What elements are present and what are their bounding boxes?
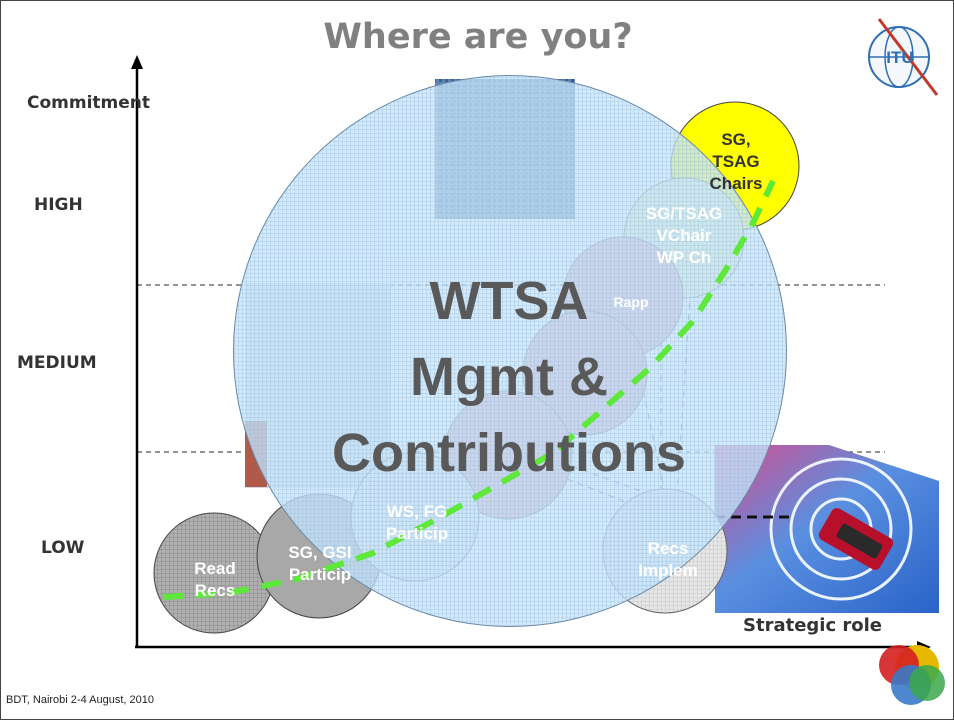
node-ws-fg-line2: Particip [385, 524, 449, 543]
slide-title: Where are you? [323, 17, 633, 57]
node-rapp: Rapp [601, 291, 661, 313]
level-low: LOW [41, 538, 85, 558]
node-sg-gsi-line1: SG, GSI [288, 543, 352, 562]
node-vchair-line2: VChair [656, 226, 712, 245]
level-medium: MEDIUM [17, 353, 97, 373]
center-text-line1: WTSA [429, 271, 589, 331]
node-read-recs-line2: Recs [194, 581, 236, 600]
node-vchair-line3: WP Ch [656, 248, 712, 267]
node-vchair-line1: SG/TSAG [645, 204, 723, 223]
center-text-line3: Contributions [332, 423, 686, 483]
node-rapp-line1: Rapp [613, 294, 649, 310]
y-axis-label: Commitment [27, 93, 151, 113]
node-recs-implem-line1: Recs [647, 539, 689, 558]
node-read-recs: Read Recs [167, 558, 263, 602]
itu-logo-text: ITU [886, 48, 914, 67]
node-sg-tsag-vchair: SG/TSAG VChair WP Ch [629, 203, 739, 269]
level-high: HIGH [34, 195, 83, 215]
wtsa-center-text: WTSA Mgmt & Contributions [233, 263, 785, 491]
node-ws-fg: WS, FG Particip [365, 501, 469, 545]
mobile-phone-photo [715, 445, 939, 613]
node-chairs-line3: Chairs [709, 174, 763, 193]
itu-logo [868, 18, 939, 96]
node-chairs-line2: TSAG [712, 152, 760, 171]
node-recs-implem: Recs Implem [613, 538, 723, 582]
wtsa-big-circle [233, 75, 787, 627]
bdt-color-logo [879, 645, 945, 705]
x-axis-label: Strategic role [743, 615, 883, 636]
footer-text: BDT, Nairobi 2-4 August, 2010 [6, 694, 154, 706]
node-sg-tsag-chairs: SG, TSAG Chairs [691, 129, 781, 195]
node-sg-gsi-line2: Particip [288, 565, 352, 584]
node-sg-gsi: SG, GSI Particip [263, 542, 377, 586]
y-axis-arrow [131, 55, 143, 69]
center-text-line2: Mgmt & [410, 347, 608, 407]
node-chairs-line1: SG, [721, 130, 751, 149]
node-ws-fg-line1: WS, FG [386, 502, 448, 521]
node-read-recs-line1: Read [194, 559, 236, 578]
progression-path [162, 179, 776, 600]
node-recs-implem-line2: Implem [638, 561, 698, 580]
